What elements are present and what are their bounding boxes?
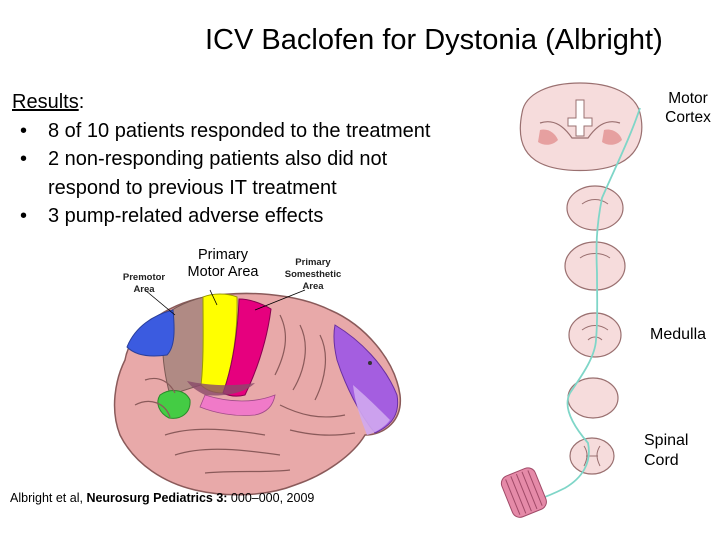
results-heading: Results:: [12, 88, 522, 117]
premotor-label-line: Premotor: [122, 272, 166, 283]
primary-motor-label-line: Motor Area: [187, 264, 259, 280]
primary-motor-label-line: Primary: [198, 247, 248, 263]
results-bullet: 3 pump-related adverse effects: [12, 202, 522, 231]
upper-medulla-detail: [581, 325, 609, 341]
muscle-fiber-bundle: [500, 467, 547, 518]
brain-illustration: [113, 289, 401, 496]
ventricle: [567, 99, 593, 137]
somesthetic-label: Primary Somesthetic Area: [278, 257, 348, 293]
midbrain-detail: [581, 199, 609, 205]
green-region: [157, 390, 191, 419]
citation-journal: Neurosurg Pediatrics 3:: [86, 491, 228, 505]
premotor-label: Premotor Area: [115, 272, 173, 296]
motor-cortex-label: Motor Cortex: [658, 89, 718, 127]
marker-dot: [368, 361, 372, 365]
motor-pathway-illustration: [500, 82, 643, 518]
slide-title: ICV Baclofen for Dystonia (Albright): [205, 24, 663, 56]
cortex-pink-right: [602, 129, 622, 145]
results-heading-colon: :: [78, 91, 85, 113]
somesthetic-label-line: Primary: [295, 257, 331, 268]
spinal-cord-label: Spinal Cord: [644, 431, 688, 471]
pointer-line: [209, 289, 218, 306]
results-bullet: 2 non-responding patients also did not re…: [12, 145, 522, 202]
citation: Albright et al, Neurosurg Pediatrics 3: …: [10, 491, 314, 505]
motor-cortex-label-line: Motor: [668, 90, 708, 107]
somesthetic-label-line: Somesthetic: [284, 269, 342, 280]
results-heading-text: Results: [12, 91, 79, 113]
spinal-cord-label-line: Cord: [644, 452, 679, 469]
premotor-label-line: Area: [133, 284, 155, 295]
somesthetic-region: [222, 298, 272, 397]
cortex-pink-left: [538, 129, 558, 145]
gyri-lines: [134, 314, 356, 474]
results-block: Results: 8 of 10 patients responded to t…: [12, 88, 522, 231]
corticospinal-tract: [509, 107, 641, 507]
results-list: 8 of 10 patients responded to the treatm…: [12, 117, 522, 231]
somesthetic-lower-region: [199, 394, 276, 416]
results-bullet-line: respond to previous IT treatment: [48, 176, 337, 199]
midbrain-section: [566, 185, 624, 231]
medulla-label: Medulla: [650, 326, 707, 343]
primary-motor-label: Primary Motor Area: [178, 247, 268, 281]
pons-section: [564, 241, 626, 291]
pons-detail: [579, 253, 611, 259]
results-bullet-line: 2 non-responding patients also did not: [48, 148, 388, 170]
sylvian-band: [187, 381, 255, 396]
pointer-line: [144, 289, 176, 316]
somesthetic-label-line: Area: [302, 281, 324, 292]
citation-authors: Albright et al,: [10, 491, 87, 505]
coronal-inner: [539, 121, 621, 139]
pointer-line: [254, 289, 306, 311]
results-bullet: 8 of 10 patients responded to the treatm…: [12, 117, 522, 146]
light-violet-region: [353, 385, 390, 435]
citation-pages: 000–000, 2009: [227, 491, 315, 505]
upper-medulla-section: [568, 312, 622, 358]
spinal-cord-label-line: Spinal: [644, 432, 689, 449]
violet-region: [333, 324, 399, 434]
motor-cortex-label-line: Cortex: [665, 109, 711, 126]
blue-region: [126, 309, 175, 357]
